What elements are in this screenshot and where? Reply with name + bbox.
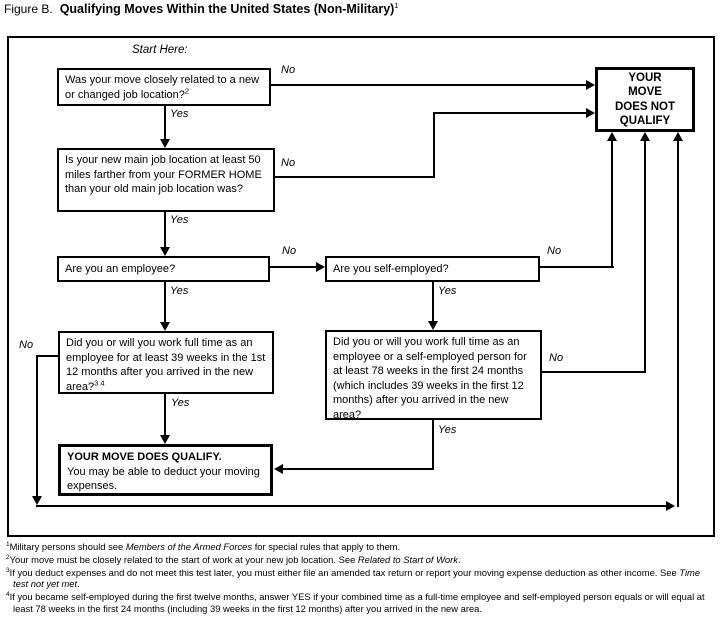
node-text: Did you or will you work full time as an… <box>333 336 527 421</box>
footnote-ref-1: 1 <box>394 1 399 10</box>
node-78-weeks-question: Did you or will you work full time as an… <box>325 330 542 421</box>
label-no-q1: No <box>281 64 296 76</box>
footnote-number: 3 <box>6 566 10 574</box>
flowchart-border <box>7 36 715 537</box>
footnotes: 1Military persons should see Members of … <box>4 541 716 616</box>
arrowhead-left-icon <box>274 464 283 474</box>
connector-q4-yes <box>432 282 434 322</box>
node-text: Are you an employee? <box>65 262 176 275</box>
node-employee-question: Are you an employee? <box>57 256 270 282</box>
arrowhead-down-icon <box>160 139 170 148</box>
connector-q2-no-b <box>433 112 435 178</box>
footnote-number: 4 <box>6 591 10 599</box>
connector-q1-no <box>271 84 587 86</box>
footnote-text: for special rules that apply to them. <box>252 541 401 552</box>
footnote-italic-text: Time test not yet met <box>13 566 701 590</box>
footnote-ref-2: 2 <box>184 85 190 95</box>
connector-q3-yes <box>164 282 166 323</box>
footnote-1: 1Military persons should see Members of … <box>4 541 716 553</box>
footnote-italic-text: Members of the Armed Forces <box>125 541 253 552</box>
label-yes-q4: Yes <box>438 285 457 297</box>
footnote-text: Military persons should see <box>9 541 126 552</box>
footnote-4: 4If you became self-employed during the … <box>4 591 716 615</box>
connector-q5-yes <box>164 394 166 436</box>
figure-label: Figure B. <box>4 2 53 16</box>
label-no-q3: No <box>282 245 297 257</box>
arrowhead-right-icon <box>586 80 595 90</box>
qualify-text: You may be able to deduct your moving ex… <box>67 465 260 493</box>
label-yes-q3: Yes <box>170 285 189 297</box>
connector-q5-no-d <box>677 140 679 507</box>
footnote-text: Your move must be closely related to the… <box>9 553 358 565</box>
node-text: Was your move closely related to a new o… <box>65 74 260 101</box>
node-move-qualifies: YOUR MOVE DOES QUALIFY. You may be able … <box>58 444 273 496</box>
arrowhead-down-icon <box>32 496 42 505</box>
arrowhead-right-icon <box>316 262 325 272</box>
connector-q1-yes <box>164 106 166 140</box>
footnote-ref-3-4: 3 4 <box>94 377 105 387</box>
connector-q5-no-a <box>37 355 58 357</box>
connector-q2-no-a <box>275 176 435 178</box>
connector-q6-no-b <box>644 140 646 373</box>
footnote-text: . <box>77 578 80 590</box>
arrowhead-up-icon <box>673 132 683 141</box>
footnote-3: 3If you deduct expenses and do not meet … <box>4 567 716 591</box>
connector-q4-no-a <box>540 266 614 268</box>
node-self-employed-question: Are you self-employed? <box>325 256 540 282</box>
connector-q6-no-a <box>542 371 646 373</box>
footnote-number: 1 <box>6 540 10 548</box>
label-no-q5: No <box>19 339 34 351</box>
label-yes-q6: Yes <box>438 424 457 436</box>
footnote-number: 2 <box>6 553 10 561</box>
footnote-text: If you became self-employed during the f… <box>9 591 705 614</box>
connector-q3-no <box>270 266 318 268</box>
node-text: Are you self-employed? <box>333 262 449 275</box>
label-yes-q5: Yes <box>171 397 190 409</box>
connector-q5-no-c <box>36 505 666 507</box>
label-no-q4: No <box>547 245 562 257</box>
arrowhead-right-icon <box>666 501 675 511</box>
figure-title: Figure B. Qualifying Moves Within the Uni… <box>4 2 399 16</box>
label-no-q2: No <box>281 157 296 169</box>
not-qualify-text: YOUR MOVE DOES NOT QUALIFY <box>614 71 676 128</box>
connector-q6-yes-a <box>432 420 434 470</box>
node-text: Is your new main job location at least 5… <box>65 154 262 195</box>
label-yes-q1: Yes <box>170 108 189 120</box>
connector-q2-yes <box>164 212 166 248</box>
footnote-text: . <box>457 553 461 565</box>
connector-q2-no-c <box>433 112 587 114</box>
figure-title-text: Qualifying Moves Within the United State… <box>59 2 395 16</box>
arrowhead-right-icon <box>586 108 595 118</box>
connector-q5-no-b <box>36 355 38 496</box>
footnote-2: 2Your move must be closely related to th… <box>4 554 716 566</box>
qualify-heading: YOUR MOVE DOES QUALIFY. <box>67 451 222 463</box>
node-text: Did you or will you work full time as an… <box>66 337 266 393</box>
footnote-text: If you deduct expenses and do not meet t… <box>9 566 680 578</box>
connector-q4-no-b <box>611 140 613 268</box>
start-here-label: Start Here: <box>132 44 188 56</box>
node-50-miles-question: Is your new main job location at least 5… <box>57 148 275 212</box>
footnote-italic-text: Related to Start of Work <box>357 553 458 565</box>
arrowhead-up-icon <box>607 132 617 141</box>
arrowhead-up-icon <box>640 132 650 141</box>
node-39-weeks-question: Did you or will you work full time as an… <box>58 331 274 394</box>
arrowhead-down-icon <box>160 322 170 331</box>
arrowhead-down-icon <box>160 435 170 444</box>
label-yes-q2: Yes <box>170 214 189 226</box>
node-move-related-question: Was your move closely related to a new o… <box>57 68 271 106</box>
connector-q6-yes-b <box>282 468 434 470</box>
node-move-does-not-qualify: YOUR MOVE DOES NOT QUALIFY <box>595 67 695 132</box>
arrowhead-down-icon <box>428 321 438 330</box>
label-no-q6: No <box>549 352 564 364</box>
arrowhead-down-icon <box>160 247 170 256</box>
